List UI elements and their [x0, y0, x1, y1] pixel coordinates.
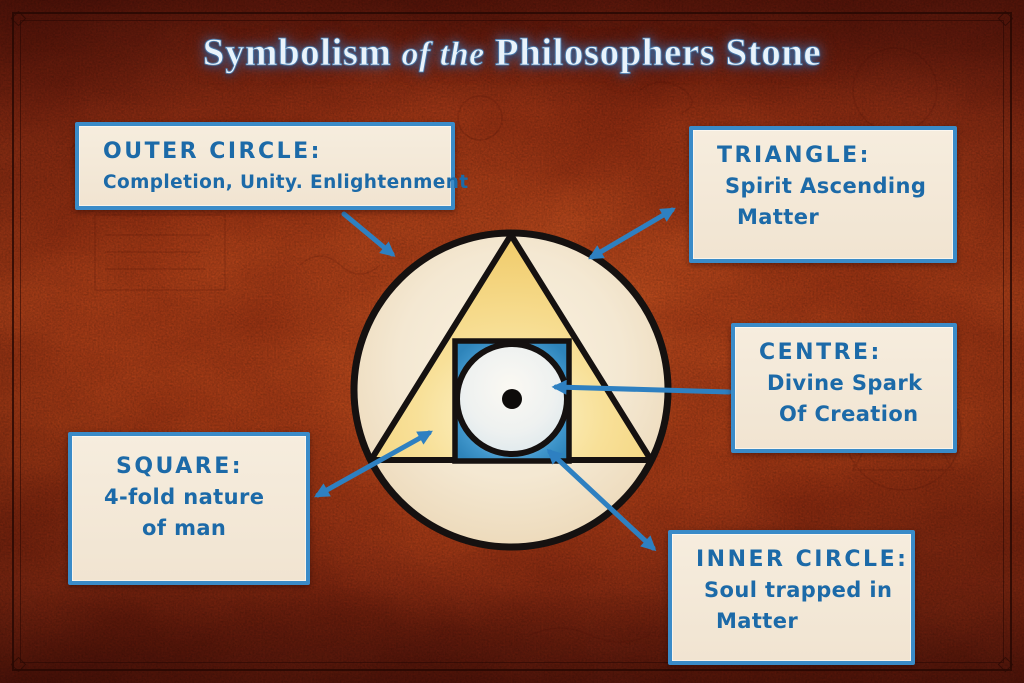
callout-heading: SQUARE: [116, 454, 244, 479]
callout-line: Divine Spark [767, 371, 923, 395]
callout-line: Matter [716, 609, 799, 633]
callout-line: Of Creation [779, 402, 919, 426]
centre-arrow [551, 379, 732, 395]
corner-ornament [10, 10, 27, 27]
outer-circle-arrow [341, 211, 396, 257]
callout-triangle: TRIANGLE: Spirit Ascending Matter [689, 126, 957, 263]
callout-heading: TRIANGLE: [717, 143, 871, 168]
callout-line: Completion, Unity. Enlightenment [103, 172, 469, 193]
corner-ornament [997, 656, 1014, 673]
callout-line: Matter [737, 205, 820, 229]
corner-ornament [10, 656, 27, 673]
title-middle: of the [401, 36, 485, 74]
callout-heading: OUTER CIRCLE: [103, 139, 322, 164]
title-prefix: Symbolism [202, 31, 392, 75]
square-arrow [314, 430, 433, 498]
triangle-shape [368, 232, 654, 463]
callout-line: 4-fold nature [104, 485, 265, 509]
callout-square: SQUARE: 4-fold nature of man [68, 432, 310, 585]
inner-circle-arrow [546, 448, 657, 552]
callout-line: Soul trapped in [704, 578, 893, 602]
title-suffix: Philosophers Stone [494, 31, 822, 75]
callout-centre: CENTRE: Divine Spark Of Creation [731, 323, 957, 453]
callout-line: of man [142, 516, 227, 540]
callout-inner-circle: INNER CIRCLE: Soul trapped in Matter [668, 530, 915, 665]
callout-heading: INNER CIRCLE: [696, 547, 909, 572]
callout-line: Spirit Ascending [725, 174, 927, 198]
callout-heading: CENTRE: [759, 340, 882, 365]
corner-ornament [997, 10, 1014, 27]
inner-circle-shape [454, 341, 570, 457]
outer-circle-shape [350, 229, 672, 551]
center-dot [502, 389, 522, 409]
square-shape [452, 338, 572, 464]
callout-outer-circle: OUTER CIRCLE: Completion, Unity. Enlight… [75, 122, 469, 210]
triangle-arrow [588, 207, 676, 260]
